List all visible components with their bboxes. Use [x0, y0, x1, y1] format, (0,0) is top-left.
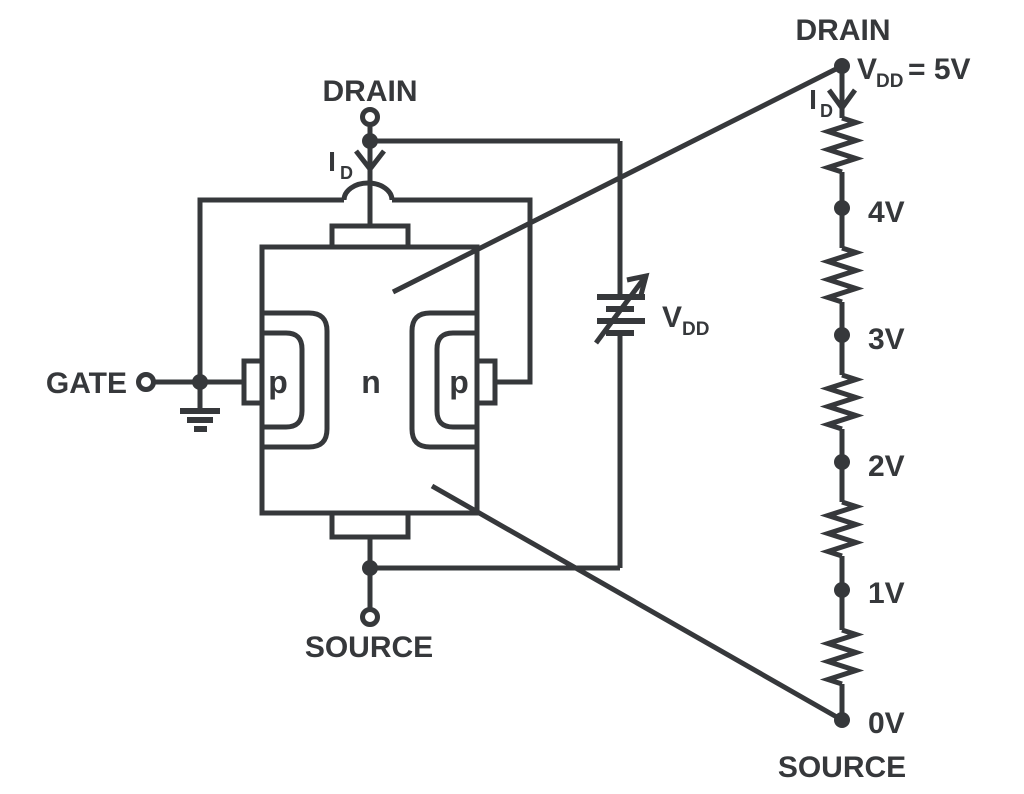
supply-label-sub: DD: [682, 319, 709, 340]
drain-current-arrow: [354, 149, 386, 174]
source-terminal: [360, 607, 380, 627]
resistor-2: [819, 245, 865, 305]
ladder-vdd-label: V: [857, 53, 877, 86]
ladder-node-5v: [834, 58, 850, 74]
ladder-vdd-value: = 5V: [908, 53, 971, 86]
drain-contact-tab: [329, 223, 411, 250]
n-channel-label: n: [361, 364, 381, 400]
ladder-node-3v: [834, 327, 850, 343]
resistor-4: [819, 499, 865, 559]
ladder-current-arrow: [826, 88, 858, 113]
resistor-5: [819, 627, 865, 687]
ladder-node-2v: [834, 454, 850, 470]
ladder-current-sub: D: [820, 101, 833, 121]
p-region-left-inner: [262, 330, 305, 430]
p-region-left-outer: [262, 310, 330, 450]
gate-contact-tab-left: [241, 358, 265, 406]
ladder-vdd-sub: DD: [876, 71, 903, 92]
ladder-current-label: I: [809, 84, 817, 115]
tap-label-1v: 1V: [868, 577, 905, 610]
p-region-left-label: p: [268, 364, 288, 400]
resistor-3: [819, 372, 865, 432]
tap-label-0v: 0V: [868, 707, 905, 740]
drain-junction-dot: [362, 133, 378, 149]
ladder-node-1v: [834, 582, 850, 598]
tap-label-4v: 4V: [868, 196, 905, 229]
tap-label-3v: 3V: [868, 323, 905, 356]
callout-line-top: [391, 63, 844, 295]
gate-junction-dot: [192, 374, 208, 390]
drain-label: DRAIN: [323, 75, 418, 108]
gate-label: GATE: [46, 367, 127, 400]
source-label: SOURCE: [305, 631, 433, 664]
ladder-source-label: SOURCE: [778, 751, 906, 784]
drain-current-sub: D: [340, 163, 353, 183]
p-region-right-outer: [409, 310, 477, 450]
callout-line-bottom: [430, 483, 844, 723]
ladder-node-0v: [834, 712, 850, 728]
gate-wire-left-riser: [197, 197, 344, 382]
p-region-right-inner: [434, 330, 477, 430]
resistor-1: [819, 115, 865, 175]
gate-contact-tab-right: [474, 358, 498, 406]
drain-current-label: I: [328, 146, 336, 177]
source-junction-dot: [362, 560, 378, 576]
source-contact-tab: [329, 510, 411, 540]
supply-label: V: [662, 301, 682, 334]
battery-variable-arrow-shaft: [593, 275, 648, 345]
tap-label-2v: 2V: [868, 450, 905, 483]
ladder-drain-label: DRAIN: [796, 14, 891, 47]
drain-terminal: [360, 107, 380, 127]
battery-variable-arrow-head: [626, 272, 650, 296]
p-region-right-label: p: [449, 364, 469, 400]
ladder-node-4v: [834, 200, 850, 216]
gate-terminal: [136, 372, 156, 392]
gate-wire-right-riser: [392, 197, 533, 385]
